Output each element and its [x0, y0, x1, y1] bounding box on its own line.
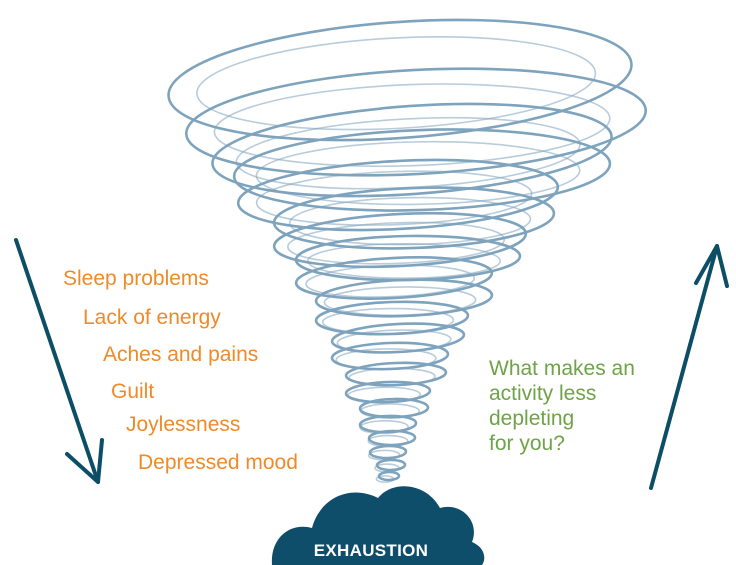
tornado-ring	[272, 186, 556, 250]
tornado-ring-inner	[375, 475, 395, 483]
question-line: depleting	[489, 407, 575, 430]
tornado-ring-inner	[255, 170, 533, 226]
tornado-spiral	[167, 18, 648, 483]
symptom-lack-of-energy: Lack of energy	[83, 306, 221, 329]
tornado-ring	[211, 102, 613, 198]
tornado-ring	[167, 18, 633, 142]
symptom-depressed-mood: Depressed mood	[138, 451, 298, 474]
tornado-ring-inner	[323, 286, 477, 316]
tornado-ring-inner	[305, 264, 476, 298]
tornado-ring-inner	[359, 403, 421, 419]
tornado-ring-inner	[255, 140, 581, 206]
tornado-ring-inner	[306, 243, 502, 279]
cloud-shape	[271, 486, 485, 565]
symptom-sleep-problems: Sleep problems	[63, 267, 209, 290]
arrow-up-icon	[649, 244, 729, 490]
symptom-guilt: Guilt	[111, 380, 155, 403]
tornado-ring	[236, 158, 560, 232]
question-text: What makes an activity less depleting fo…	[489, 356, 635, 456]
symptom-joylessness: Joylessness	[126, 413, 241, 436]
tornado-ring-inner	[347, 386, 421, 404]
symptom-aches-and-pains: Aches and pains	[103, 343, 259, 366]
tornado-ring	[232, 128, 612, 212]
tornado-ring-inner	[213, 83, 611, 168]
tornado-ring-inner	[348, 367, 436, 387]
question-line: for you?	[489, 432, 565, 455]
question-line: What makes an	[489, 357, 635, 380]
tornado-ring	[314, 278, 494, 318]
tornado-ring-inner	[321, 307, 455, 335]
tornado-ring	[184, 67, 648, 177]
tornado-ring-inner	[336, 329, 452, 354]
tornado-ring-inner	[287, 221, 506, 265]
exhaustion-label: EXHAUSTION	[313, 541, 429, 560]
tornado-ring-inner	[196, 36, 597, 131]
tornado-ring-inner	[359, 420, 409, 435]
tornado-ring	[294, 256, 494, 300]
question-line: activity less	[489, 382, 597, 405]
arrow-down-icon	[14, 238, 104, 484]
